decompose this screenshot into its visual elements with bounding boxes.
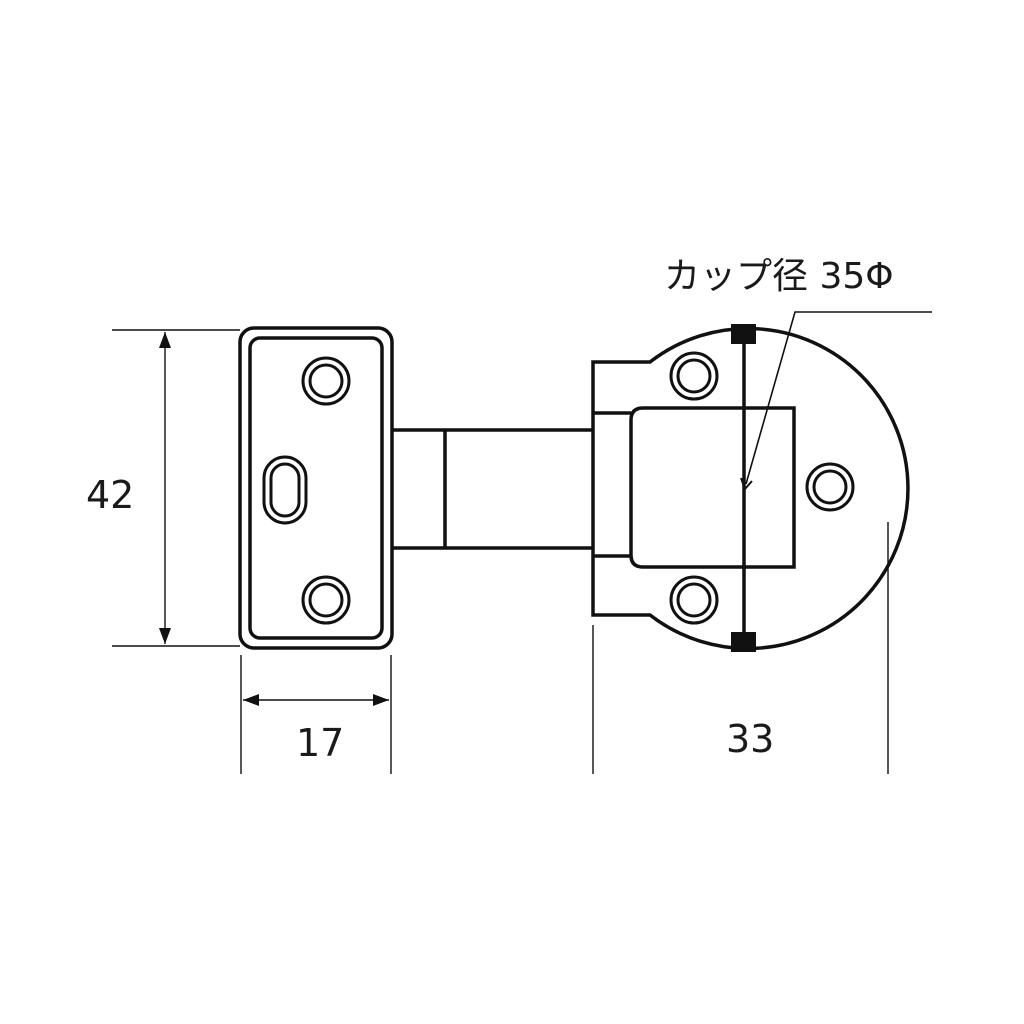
hinge-arm [392,428,593,550]
adjust-slot-icon [262,455,308,525]
cup-diameter-marker [731,324,756,652]
screw-hole-icon [669,575,719,625]
mounting-plate-outer [238,326,394,650]
cup-diameter-label: カップ径 35Φ [664,256,894,297]
cup-inner [629,406,796,569]
width-label: 17 [296,721,344,765]
dimension-width [240,655,392,774]
screw-hole-icon [301,575,351,625]
height-label: 42 [86,473,134,517]
cup-band [593,411,631,558]
screw-hole-icon [669,351,719,401]
screw-hole-icon [805,462,855,512]
screw-hole-icon [301,356,351,406]
dimension-depth [592,522,889,774]
dimension-height [112,329,240,647]
depth-label: 33 [726,717,774,761]
leader-line [740,311,932,491]
mounting-plate-inner [248,336,384,640]
cup-flange [591,326,910,651]
